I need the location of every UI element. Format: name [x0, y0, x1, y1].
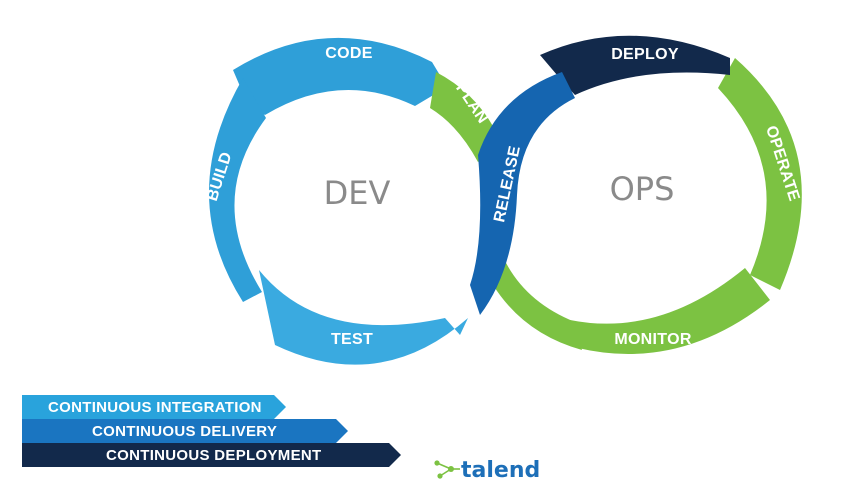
operate-segment	[718, 58, 802, 290]
continuous-deployment-band	[22, 443, 401, 467]
talend-wordmark: talend	[461, 458, 540, 483]
test-label: TEST	[331, 331, 373, 348]
continuous-integration-label: CONTINUOUS INTEGRATION	[48, 399, 262, 416]
monitor-segment	[570, 268, 770, 354]
ops-lower-left-segment	[480, 250, 582, 350]
pipeline-bands: CONTINUOUS INTEGRATION CONTINUOUS DELIVE…	[22, 395, 401, 467]
talend-logo: talend	[434, 458, 540, 483]
code-label: CODE	[325, 45, 372, 62]
continuous-integration-band	[22, 395, 286, 419]
release-segment	[470, 72, 575, 315]
continuous-delivery-label: CONTINUOUS DELIVERY	[92, 423, 277, 440]
talend-node-icon	[434, 460, 460, 479]
deploy-segment	[540, 35, 730, 95]
ops-center-label: OPS	[610, 170, 675, 208]
test-segment	[259, 270, 468, 365]
dev-loop: CODE BUILD TEST PLAN DEV	[204, 37, 500, 365]
plan-segment	[430, 72, 500, 162]
build-segment	[209, 78, 266, 302]
code-segment	[233, 37, 447, 115]
ops-loop: DEPLOY OPERATE MONITOR RELEASE OPS	[470, 35, 802, 354]
continuous-deployment-label: CONTINUOUS DEPLOYMENT	[106, 447, 321, 464]
continuous-delivery-band	[22, 419, 348, 443]
monitor-label: MONITOR	[614, 331, 692, 348]
deploy-label: DEPLOY	[611, 46, 679, 63]
dev-center-label: DEV	[324, 174, 391, 212]
